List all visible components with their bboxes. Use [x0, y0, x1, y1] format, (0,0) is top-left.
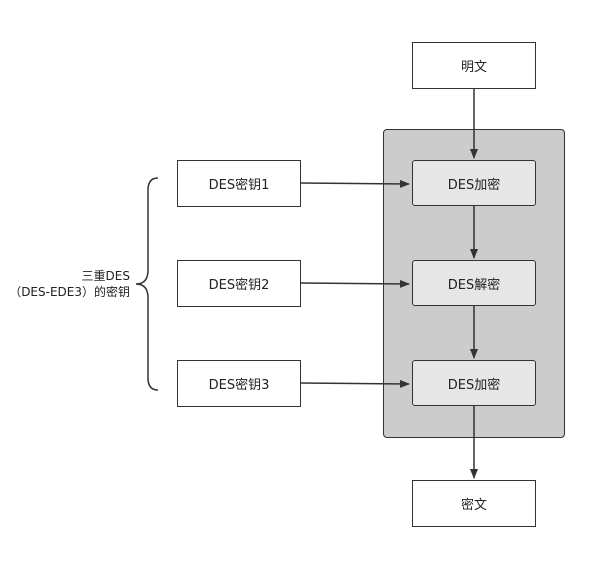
key-group-label-line1: 三重DES	[81, 269, 130, 283]
decrypt-stage-label: DES解密	[447, 277, 501, 293]
ciphertext-box: 密文	[412, 480, 536, 527]
encrypt-stage-2: DES加密	[412, 360, 536, 406]
key-group-label: 三重DES （DES-EDE3）的密钥	[4, 268, 130, 300]
key-1-box: DES密钥1	[177, 160, 301, 207]
key-2-label: DES密钥2	[208, 278, 270, 293]
encrypt-stage-1-label: DES加密	[447, 177, 501, 193]
arrow-key3-to-encrypt2	[300, 379, 410, 388]
encrypt-stage-2-label: DES加密	[447, 377, 501, 393]
key-group-brace	[135, 177, 159, 391]
encrypt-stage-1: DES加密	[412, 160, 536, 206]
key-3-box: DES密钥3	[177, 360, 301, 407]
key-1-label: DES密钥1	[208, 178, 270, 193]
arrow-key1-to-encrypt1	[300, 179, 410, 188]
decrypt-stage: DES解密	[412, 260, 536, 306]
ciphertext-label: 密文	[460, 498, 487, 513]
plaintext-box: 明文	[412, 42, 536, 89]
key-2-box: DES密钥2	[177, 260, 301, 307]
key-3-label: DES密钥3	[208, 378, 270, 393]
plaintext-label: 明文	[460, 60, 487, 75]
arrow-key2-to-decrypt	[300, 279, 410, 288]
key-group-label-line2: （DES-EDE3）的密钥	[9, 285, 130, 299]
